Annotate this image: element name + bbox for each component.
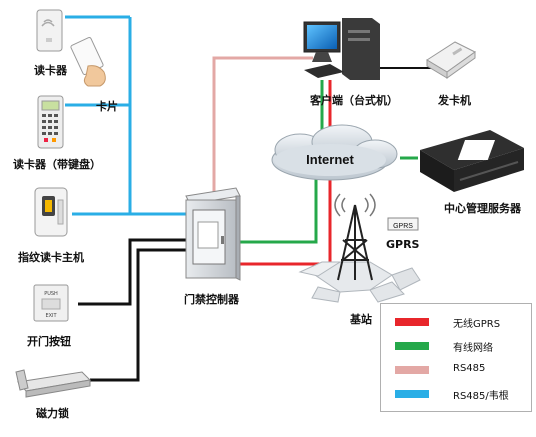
fingerprint-reader-icon: [34, 187, 68, 237]
mag-lock-label: 磁力锁: [36, 407, 69, 420]
exit-button-icon: PUSH EXIT: [33, 284, 69, 322]
server-icon: [420, 130, 524, 192]
keypad-card-reader-icon: [37, 95, 64, 149]
gprs-tag-label: GPRS: [393, 223, 413, 230]
legend-label: 无线GPRS: [453, 319, 501, 330]
exit-button-wire: [78, 238, 190, 306]
controller-label: 门禁控制器: [184, 293, 239, 306]
mag-lock-wire: [90, 248, 190, 382]
exit-button-label: 开门按钮: [27, 335, 71, 348]
svg-text:EXIT: EXIT: [45, 313, 57, 319]
client-label: 客户端（台式机）: [310, 94, 398, 107]
legend-label: RS485/韦根: [453, 391, 509, 402]
legend-swatch: [395, 390, 429, 398]
card-reader-icon: [36, 9, 63, 52]
internet-cloud-icon: [271, 124, 398, 181]
wired-line-controller: [240, 172, 318, 244]
rs485-line: [212, 56, 313, 196]
legend-label: RS485: [453, 363, 486, 374]
desktop-client-icon: [303, 18, 380, 80]
card-hand-icon: [70, 37, 106, 87]
server-label: 中心管理服务器: [444, 202, 521, 215]
legend-swatch: [395, 342, 429, 350]
internet-label: Internet: [306, 152, 354, 167]
legend: 无线GPRS 有线网络 RS485 RS485/韦根: [380, 303, 532, 412]
legend-swatch: [395, 366, 429, 374]
svg-text:PUSH: PUSH: [44, 291, 58, 297]
fingerprint-host-label: 指纹读卡主机: [18, 251, 84, 264]
keypad-reader-label: 读卡器（带键盘）: [13, 158, 101, 171]
legend-swatch: [395, 318, 429, 326]
card-issuer-icon: [426, 41, 476, 79]
card-issuer-label: 发卡机: [438, 94, 471, 107]
legend-label: 有线网络: [453, 343, 493, 354]
controller-cabinet-icon: [185, 187, 241, 281]
gprs-label: GPRS: [386, 238, 420, 251]
base-station-icon: [298, 193, 421, 303]
magnetic-lock-icon: [15, 369, 92, 398]
card-label: 卡片: [96, 100, 118, 113]
base-station-label: 基站: [350, 313, 372, 326]
card-reader-label: 读卡器: [34, 64, 67, 77]
